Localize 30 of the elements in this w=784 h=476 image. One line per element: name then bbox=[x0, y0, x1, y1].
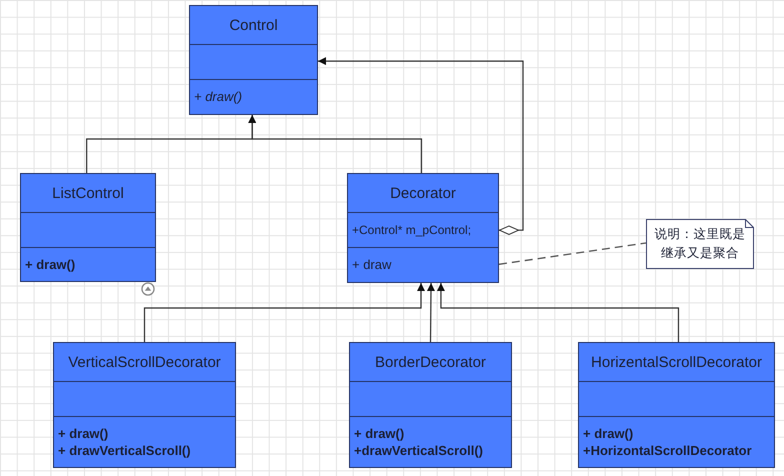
method-text: +drawVerticalScroll() bbox=[354, 442, 484, 459]
method-text: + draw() bbox=[58, 425, 110, 442]
note-connector bbox=[498, 242, 646, 265]
aggregation-arrow bbox=[318, 57, 524, 235]
method-text: + drawVerticalScroll() bbox=[58, 442, 192, 459]
note-box bbox=[646, 219, 754, 269]
class-name: Decorator bbox=[390, 184, 456, 202]
class-box bbox=[53, 342, 236, 468]
method-text: + draw() bbox=[25, 256, 76, 273]
inheritance-arrow bbox=[144, 283, 426, 342]
method-text: + draw() bbox=[583, 425, 634, 442]
method-text: + draw bbox=[352, 256, 392, 273]
method-text: +HorizontalScrollDecorator bbox=[583, 442, 753, 459]
class-box bbox=[349, 342, 512, 468]
inheritance-arrow bbox=[436, 283, 680, 342]
class-name: HorizentalScrollDecorator bbox=[591, 354, 762, 370]
class-box bbox=[347, 173, 499, 283]
class-name: Control bbox=[229, 16, 278, 34]
method-text: + draw() bbox=[354, 425, 406, 442]
class-box bbox=[189, 5, 318, 115]
class-box bbox=[20, 173, 156, 282]
inheritance-arrow bbox=[426, 283, 435, 342]
inheritance-arrow bbox=[248, 115, 422, 173]
class-box bbox=[578, 342, 775, 468]
attribute-text: +Control* m_pControl; bbox=[352, 223, 472, 237]
class-name: BorderDecorator bbox=[375, 354, 486, 370]
method-text: + draw() bbox=[194, 88, 244, 105]
class-name: VerticalScrollDecorator bbox=[68, 354, 221, 370]
class-name: ListControl bbox=[52, 184, 124, 202]
note-text: 说明：这里既是继承又是聚合 bbox=[654, 226, 746, 262]
